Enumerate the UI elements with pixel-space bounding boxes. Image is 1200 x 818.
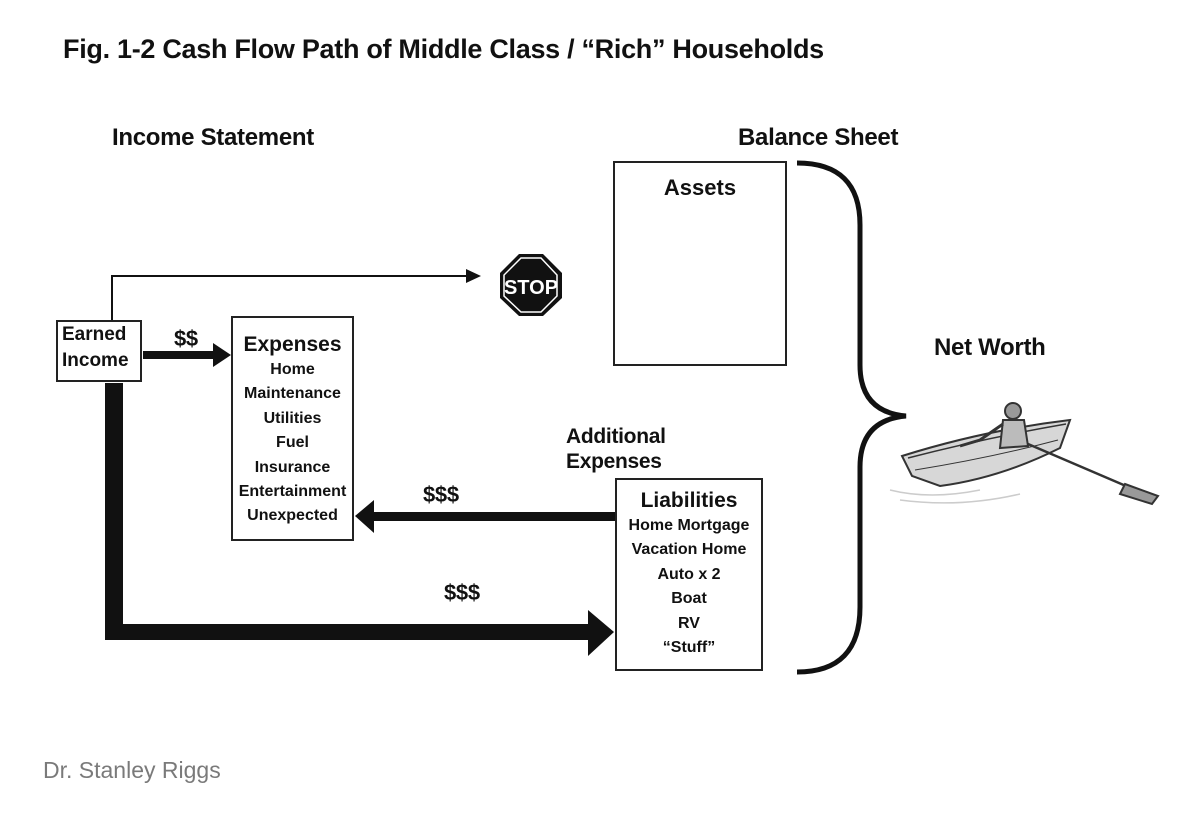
flow-label-income-to-liabilities: $$$ (444, 580, 480, 605)
earned-income-line1: Earned (62, 324, 127, 345)
net-worth-label: Net Worth (934, 334, 1046, 361)
expense-item: Unexpected (247, 507, 338, 525)
liability-item: Boat (671, 590, 707, 608)
liability-item: RV (678, 614, 700, 632)
figure-title: Fig. 1-2 Cash Flow Path of Middle Class … (63, 34, 824, 64)
rowboat-icon (889, 402, 1160, 506)
income-statement-label: Income Statement (112, 124, 314, 151)
balance-sheet-label: Balance Sheet (738, 124, 899, 151)
flow-label-liabilities-to-expenses: $$$ (423, 482, 459, 507)
liabilities-box: Liabilities Home Mortgage Vacation Home … (615, 478, 763, 671)
earned-income-line2: Income (62, 350, 129, 371)
additional-expenses-line1: Additional (566, 425, 666, 448)
expense-item: Utilities (263, 409, 322, 427)
income-to-liabilities-arrow (105, 383, 614, 656)
expense-item: Entertainment (238, 483, 347, 501)
liability-item: Home Mortgage (628, 517, 750, 534)
additional-expenses-label: Additional Expenses (566, 424, 666, 474)
stop-sign-icon: STOP (500, 254, 562, 316)
liabilities-heading: Liabilities (640, 489, 738, 512)
expenses-heading: Expenses (243, 333, 342, 356)
liabilities-to-expenses-arrow (355, 500, 615, 533)
assets-box: Assets (613, 161, 787, 366)
earned-income-box: Earned Income (56, 320, 142, 382)
expense-item: Fuel (276, 434, 309, 452)
expense-item: Home (270, 361, 315, 378)
image-credit: Dr. Stanley Riggs (43, 757, 221, 783)
assets-heading: Assets (663, 175, 737, 200)
income-to-expenses-arrow (143, 343, 231, 367)
liability-item: “Stuff” (662, 639, 716, 657)
liability-item: Vacation Home (631, 541, 747, 559)
expenses-box: Expenses Home Maintenance Utilities Fuel… (231, 316, 354, 541)
stop-flow-arrow (111, 269, 481, 320)
expense-item: Maintenance (244, 385, 341, 403)
expense-item: Insurance (254, 458, 331, 476)
stop-sign-text: STOP (504, 277, 558, 299)
net-worth-brace (796, 160, 907, 675)
additional-expenses-line2: Expenses (566, 450, 662, 473)
liability-item: Auto x 2 (657, 565, 721, 583)
flow-label-income-to-expenses: $$ (174, 326, 198, 351)
